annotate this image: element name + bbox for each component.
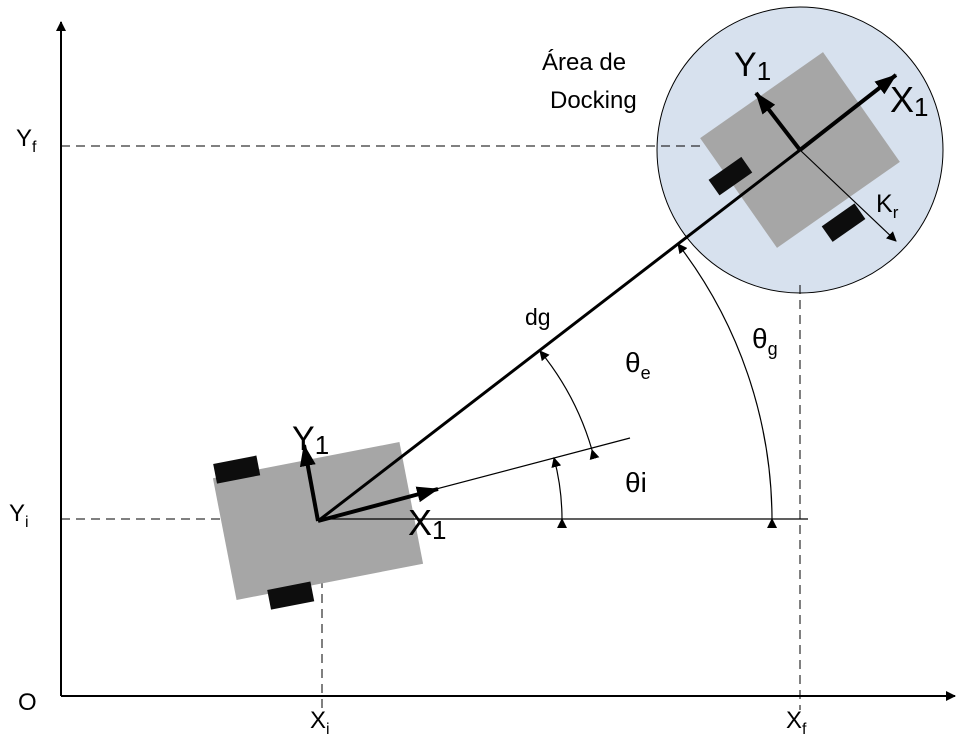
theta-g-arc [677, 243, 778, 529]
xf-label: Xf [786, 707, 807, 738]
initial-x1-arrow [317, 486, 439, 523]
kr-label: Kr [876, 190, 899, 222]
docking-area-label-line1: Área de [542, 49, 626, 76]
final-y1-label: Y1 [734, 46, 771, 86]
origin-label: O [18, 689, 37, 716]
initial-x1-label: X1 [408, 502, 446, 545]
theta-i-arc [551, 457, 568, 529]
yf-label: Yf [16, 125, 37, 156]
xi-label: Xi [310, 707, 330, 738]
theta-g-label: θg [752, 323, 778, 359]
docking-area-label-line2: Docking [550, 87, 637, 114]
kr-radius-arrow [799, 149, 897, 242]
robot-initial-wheel-top [213, 455, 261, 484]
final-x1-axis-line [798, 73, 898, 152]
initial-y1-arrow [299, 444, 320, 522]
robot-final-wheel-top [708, 156, 753, 196]
theta-e-arc [539, 350, 600, 461]
theta-i-label: θi [625, 467, 647, 498]
initial-y1-label: Y1 [292, 420, 329, 460]
dg-label: dg [525, 304, 551, 330]
final-y1-arrow [754, 91, 802, 152]
final-x1-label: X1 [890, 79, 928, 122]
robot-initial-wheel-bottom [267, 581, 315, 610]
robot-final-wheel-bottom [821, 203, 866, 242]
theta-e-label: θe [625, 347, 651, 383]
yi-label: Yi [9, 500, 29, 531]
dg-line [317, 148, 801, 523]
